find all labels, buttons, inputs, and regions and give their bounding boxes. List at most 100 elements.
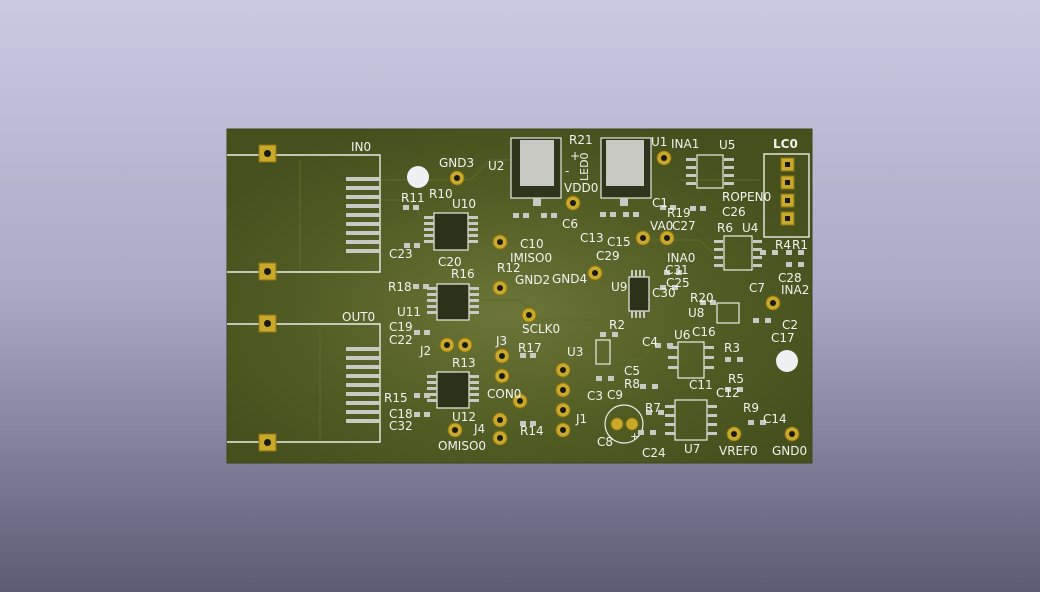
label-c18: C18 [389,407,413,421]
component-u1[interactable]: U1 [600,135,667,206]
label-c12: C12 [716,386,740,400]
label-u9: U9 [611,280,627,294]
label-c26: C26 [722,205,746,219]
testpoint-imiso0[interactable]: IMISO0 [492,234,552,265]
connector-j4[interactable]: J4 [473,412,508,446]
label-gnd0: GND0 [772,444,807,458]
label-c17: C17 [771,331,795,345]
label-ina1: INA1 [671,137,699,151]
test-points: GND3 VDD0 IMISO0 GND2 GND4 VA0 INA0 INA2… [438,150,809,458]
connector-j2[interactable]: J2 [419,337,473,358]
label-j4: J4 [473,422,485,436]
label-r3: R3 [724,341,740,355]
label-r6: R6 [717,221,733,235]
label-in0: IN0 [351,140,371,154]
label-u11: U11 [397,305,421,319]
label-r20: R20 [690,291,714,305]
label-c6: C6 [562,217,578,231]
label-r1: R1 [792,238,808,252]
label-u2: U2 [488,159,504,173]
label-out0: OUT0 [342,310,375,324]
label-lc0: LC0 [773,137,798,151]
testpoint-u1-top[interactable] [656,150,672,166]
label-c32: C32 [389,419,413,433]
label-ina2: INA2 [781,283,809,297]
connector-in0-pads [346,177,380,253]
component-c8[interactable]: + C8 [597,404,644,449]
testpoint-omiso0[interactable]: OMISO0 [438,422,486,453]
testpoint-gnd3[interactable]: GND3 [439,156,474,186]
label-r8: R8 [624,377,640,391]
component-u4[interactable]: U4 [714,221,762,271]
testpoint-ina0[interactable]: INA0 [659,230,695,265]
component-u3[interactable]: U3 [567,339,611,365]
label-u10: U10 [452,197,476,211]
refdes-labels: R10 R11 C23 C20 R16 R18 R12 C10 C6 C13 C… [384,187,808,460]
label-u1: U1 [651,135,667,149]
label-r17: R17 [518,341,542,355]
label-r5: R5 [728,372,744,386]
testpoint-con0[interactable]: CON0 [487,387,528,409]
label-r18: R18 [388,280,412,294]
label-c4: C4 [642,335,658,349]
label-c11: C11 [689,378,713,392]
testpoint-va0[interactable]: VA0 [635,219,673,246]
label-c29: C29 [596,249,620,263]
label-u12: U12 [452,410,476,424]
component-u12[interactable]: U12 [427,371,479,424]
component-u5[interactable]: U5 [686,138,735,189]
label-c30: C30 [652,286,676,300]
testpoint-gnd4[interactable]: GND4 [552,265,603,286]
testpoint-ina2[interactable]: INA2 [765,283,809,311]
label-vdd0: VDD0 [564,181,598,195]
label-u3: U3 [567,345,583,359]
label-c9: C9 [607,388,623,402]
label-ina0: INA0 [667,251,695,265]
component-u11[interactable]: U11 [397,283,479,321]
testpoint-gnd0[interactable]: GND0 [772,426,807,458]
connector-j3[interactable]: J3 [494,334,510,384]
label-c10: C10 [520,237,544,251]
passive-pads [403,205,804,435]
component-u8[interactable]: U8 [688,302,740,324]
connector-lc0[interactable]: LC0 [763,137,810,238]
label-gnd2: GND2 [515,273,550,287]
label-c19: C19 [389,320,413,334]
label-c20: C20 [438,255,462,269]
label-r14: R14 [520,424,544,438]
testpoint-vref0[interactable]: VREF0 [719,426,758,458]
connector-in0[interactable]: IN0 [227,140,381,281]
label-led0: LED0 [578,152,591,181]
label-r12: R12 [497,261,521,275]
connector-out0[interactable]: OUT0 [227,310,381,452]
label-u5: U5 [719,138,735,152]
mounting-hole-right [776,350,798,372]
label-c22: C22 [389,333,413,347]
label-c5: C5 [624,364,640,378]
testpoint-vdd0[interactable]: VDD0 [564,181,598,211]
label-c25: C25 [666,276,690,290]
label-j1: J1 [575,412,587,426]
label-r7: R7 [645,401,661,415]
label-u6: U6 [674,328,690,342]
label-r11: R11 [401,191,425,205]
label-u7: U7 [684,442,700,456]
label-va0: VA0 [650,219,673,233]
label-r10: R10 [429,187,453,201]
component-u7[interactable]: U7 [665,399,717,456]
connector-j1[interactable]: J1 [555,362,587,438]
label-r13: R13 [452,356,476,370]
connector-out0-pads [346,347,380,423]
label-r2: R2 [609,318,625,332]
label-vref0: VREF0 [719,444,758,458]
testpoint-gnd2[interactable]: GND2 [492,273,550,296]
component-u9[interactable]: U9 [611,270,650,318]
testpoint-sclk0[interactable]: SCLK0 [521,307,560,336]
component-u10[interactable]: U10 [424,197,478,251]
label-c24: C24 [642,446,666,460]
component-u2[interactable]: U2 [488,137,562,206]
label-c16: C16 [692,325,716,339]
label-c14: C14 [763,412,787,426]
label-omiso0: OMISO0 [438,439,486,453]
